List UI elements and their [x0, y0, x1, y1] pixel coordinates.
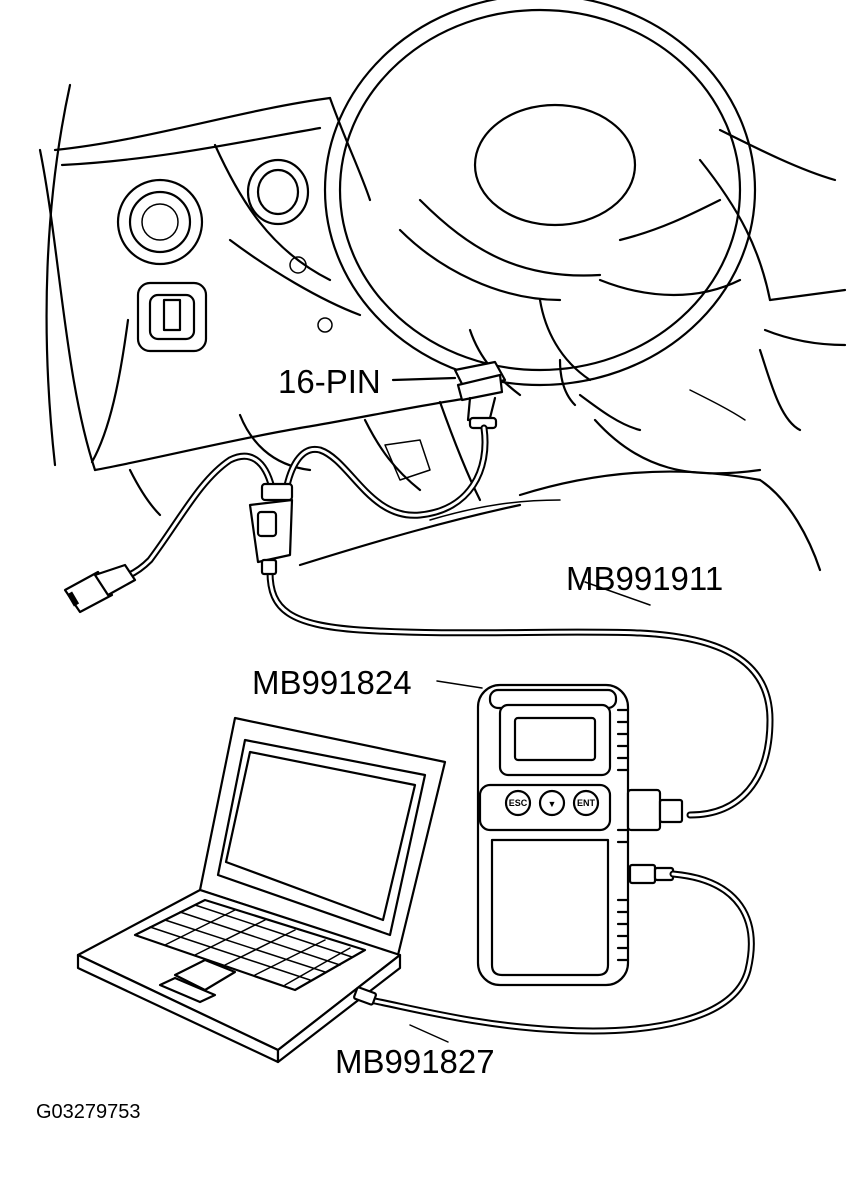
button-ent-label: ENT	[577, 798, 596, 808]
air-vent-center	[246, 158, 310, 226]
label-16pin: 16-PIN	[278, 363, 381, 400]
interface-unit-mb991824: ESC ▼ ENT	[476, 683, 684, 987]
leader-16pin	[391, 376, 457, 382]
dlc-16pin-connector	[453, 360, 507, 430]
label-mb991824: MB991824	[252, 664, 412, 701]
leader-mb991824	[436, 680, 483, 689]
button-down[interactable]: ▼	[538, 789, 566, 817]
button-esc[interactable]: ESC	[504, 789, 532, 817]
leader-mb991911	[584, 581, 651, 606]
steering-wheel	[323, 0, 757, 407]
usb-port	[628, 863, 657, 885]
air-vent-left	[116, 178, 204, 266]
cable-mb991911	[106, 424, 774, 819]
loose-plug	[63, 563, 137, 614]
keyboard-grid	[149, 904, 353, 986]
cable-splitter	[248, 482, 294, 576]
laptop-pc	[76, 716, 447, 1064]
dsub-port	[626, 788, 662, 832]
leader-mb991827	[409, 1024, 449, 1043]
dashboard-illustration	[38, 83, 847, 572]
label-mb991911: MB991911	[566, 560, 723, 597]
button-esc-label: ESC	[509, 798, 528, 808]
side-ridges	[616, 708, 630, 962]
dash-switch	[136, 281, 208, 353]
cable-mb991827	[366, 870, 755, 1035]
button-ent[interactable]: ENT	[572, 789, 600, 817]
figure-id: G03279753	[36, 1101, 141, 1123]
button-down-label: ▼	[548, 799, 557, 809]
label-mb991827: MB991827	[335, 1043, 495, 1080]
